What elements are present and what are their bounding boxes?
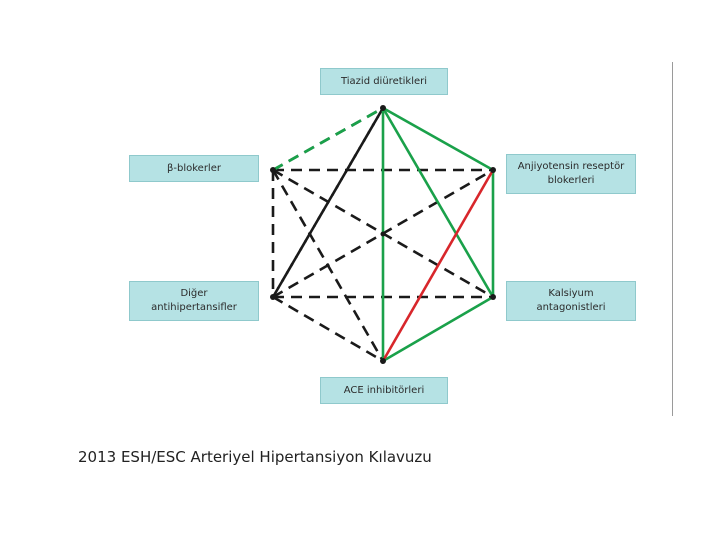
node-thiazide-label: Tiazid diüretikleri [340, 75, 428, 87]
link-top-arb [382, 106, 494, 172]
link-beta-top-green [272, 106, 384, 172]
node-other-label-1: Diğer [180, 288, 208, 299]
node-ccb-label-2: antagonistleri [536, 302, 606, 313]
vertex-arb [490, 167, 496, 173]
vertex-ccb [490, 294, 496, 300]
vertex-center [380, 231, 386, 237]
vertex-ace [380, 358, 386, 364]
caption: 2013 ESH/ESC Arteriyel Hipertansiyon Kıl… [78, 448, 432, 466]
node-arb-label-2: blokerleri [547, 175, 595, 186]
link-ccb-ace [382, 295, 494, 363]
link-top-other-b [271, 107, 385, 298]
node-thiazide: Tiazid diüretikleri [320, 68, 448, 95]
vertical-divider [672, 62, 673, 416]
vertex-beta [270, 167, 276, 173]
node-arb: Anjiyotensin reseptör blokerleri [506, 154, 636, 194]
node-beta-blockers: β-blokerler [129, 155, 259, 182]
node-calcium-antagonists: Kalsiyum antagonistleri [506, 281, 636, 321]
node-beta-label: β-blokerler [167, 162, 221, 174]
node-other-antihypertensives: Diğer antihipertansifler [129, 281, 259, 321]
node-ccb-label-1: Kalsiyum [548, 288, 594, 299]
node-ace-label: ACE inhibitörleri [343, 384, 425, 396]
vertex-other [270, 294, 276, 300]
vertex-top [380, 105, 386, 111]
node-ace-inhibitors: ACE inhibitörleri [320, 377, 448, 404]
node-other-label-2: antihipertansifler [151, 302, 237, 313]
link-top-ccb [381, 107, 495, 298]
link-arb-ace [381, 169, 495, 362]
node-arb-label-1: Anjiyotensin reseptör [517, 161, 625, 172]
link-other-ace [272, 295, 384, 363]
